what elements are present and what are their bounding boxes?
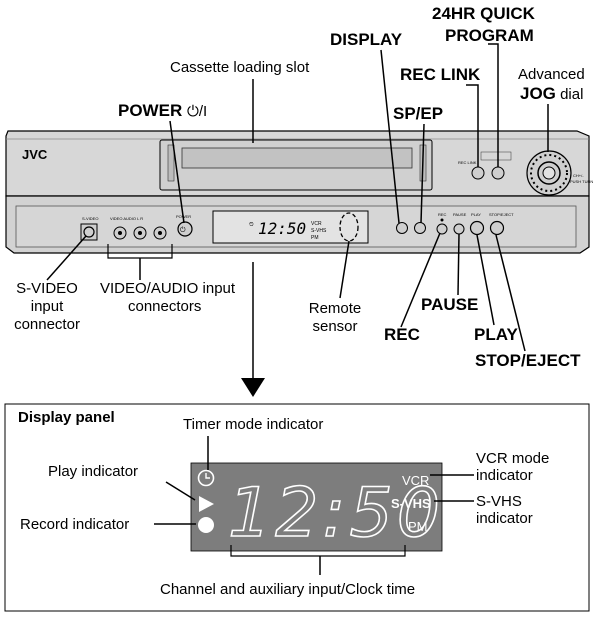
display-panel-screen	[190, 462, 443, 552]
jog-dial-ticks	[530, 154, 568, 192]
power-button	[177, 221, 193, 237]
svideo-small-text: S-VIDEO	[82, 216, 98, 221]
pause-leader	[457, 233, 460, 296]
jog-word: JOG	[520, 84, 556, 103]
rec-small-text: REC	[438, 212, 447, 217]
sp-ep-leader	[420, 123, 425, 224]
svideo-leader	[46, 235, 87, 281]
power-symbol: ⏻/I	[186, 103, 208, 120]
display-panel-pm: PM	[408, 519, 428, 534]
quick-program-label-1: 24HR QUICK	[432, 4, 535, 23]
rec-link-label: REC LINK	[400, 65, 481, 84]
vcr-mode-label-1: VCR mode	[476, 450, 550, 467]
power-button-symbol: ⏻	[180, 226, 186, 234]
va-label-1: VIDEO/AUDIO input	[100, 280, 236, 297]
power-label: POWER ⏻/I	[118, 101, 207, 121]
av-small-text: VIDEO AUDIO L R	[110, 216, 143, 221]
front-display-pm: PM	[311, 235, 319, 241]
rec-link-leader	[466, 84, 479, 167]
timer-indicator-icon	[197, 469, 215, 487]
display-button	[396, 222, 408, 234]
front-display-clock-icon: ⏲	[249, 221, 254, 228]
play-label: PLAY	[474, 325, 518, 344]
stop-small-text: STOP/EJECT	[489, 212, 514, 217]
video-jack-center	[118, 231, 122, 235]
jog-dial-label: JOG dial	[520, 84, 583, 103]
power-word: POWER	[118, 101, 183, 120]
rec-link-button	[471, 166, 485, 180]
rec-button-dot	[440, 218, 444, 222]
rec-leader	[400, 232, 441, 328]
play-leader	[476, 234, 495, 326]
display-panel-vcr: VCR	[402, 473, 429, 488]
svideo-label-2: input	[30, 298, 64, 315]
quick-program-label-2: PROGRAM	[445, 26, 534, 45]
remote-leader	[339, 240, 350, 299]
channel-label: Channel and auxiliary input/Clock time	[160, 581, 416, 598]
cassette-slot-inner	[181, 147, 413, 169]
record-indicator-icon	[198, 517, 214, 533]
power-leader	[169, 120, 185, 224]
sp-ep-label: SP/EP	[393, 104, 444, 123]
pause-button	[453, 223, 465, 235]
stop-eject-button	[489, 220, 505, 236]
quick-program-small-box	[480, 151, 512, 161]
play-indicator-leader	[165, 481, 196, 501]
shuttle-small-text: CH+/-	[573, 173, 584, 178]
play-button	[469, 220, 485, 236]
sp-ep-button	[414, 222, 426, 234]
dial-word: dial	[560, 86, 584, 103]
svhs-label-2: indicator	[476, 510, 533, 527]
rec-label: REC	[384, 325, 420, 344]
pause-small-text: PAUSE	[453, 212, 467, 217]
stop-eject-leader	[495, 234, 526, 352]
display-label: DISPLAY	[330, 30, 403, 49]
display-panel-svhs: S-VHS	[391, 496, 431, 511]
display-panel-time: 12:50	[228, 474, 444, 553]
remote-label-1: Remote	[308, 300, 362, 317]
slot-left-bracket	[167, 144, 175, 182]
svideo-connector-jack	[83, 226, 95, 238]
stop-eject-label: STOP/EJECT	[475, 351, 581, 370]
audio-r-jack-center	[158, 231, 162, 235]
display-leader	[380, 49, 400, 224]
svideo-label-3: connector	[14, 316, 80, 333]
play-small-text: PLAY	[471, 212, 481, 217]
rec-button	[436, 223, 448, 235]
play-indicator-icon	[199, 496, 214, 512]
svideo-label-1: S-VIDEO	[16, 280, 78, 297]
audio-l-jack-center	[138, 231, 142, 235]
timer-mode-label: Timer mode indicator	[183, 416, 324, 433]
panel-arrow-head	[241, 378, 265, 397]
quick-program-button	[491, 166, 505, 180]
front-display-time: 12:50	[258, 219, 306, 238]
front-display-vcr: VCR	[311, 221, 322, 227]
quick-program-leader	[488, 43, 499, 167]
play-indicator-label: Play indicator	[48, 463, 139, 480]
vcr-mode-label-2: indicator	[476, 467, 533, 484]
va-label-2: connectors	[128, 298, 202, 315]
brand-logo: JVC	[22, 147, 48, 162]
front-display-window	[212, 210, 369, 244]
cassette-slot-label: Cassette loading slot	[170, 59, 310, 76]
timer-indicator-hands	[205, 473, 210, 479]
channel-bracket	[230, 545, 406, 557]
record-indicator-label: Record indicator	[20, 516, 130, 533]
svhs-label-1: S-VHS	[476, 493, 522, 510]
remote-sensor	[339, 212, 359, 242]
remote-label-2: sensor	[312, 318, 358, 335]
pause-label: PAUSE	[421, 295, 479, 314]
rec-link-small-text: REC LINK	[458, 160, 477, 165]
display-panel-title: Display panel	[18, 409, 115, 426]
advanced-label: Advanced	[518, 66, 585, 83]
jog-dial-center	[542, 166, 556, 180]
push-small-text: PUSH TURN	[570, 179, 593, 184]
front-display-svhs: S-VHS	[311, 228, 327, 234]
